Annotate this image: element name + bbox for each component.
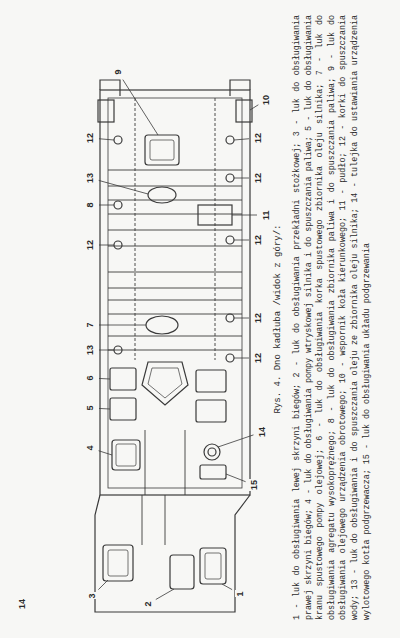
leader-line <box>99 325 146 326</box>
callout-number: 9 <box>113 68 123 75</box>
leader-line <box>234 358 249 359</box>
callout-number: 12 <box>253 352 263 364</box>
leader-line <box>99 139 114 140</box>
leader-line <box>234 178 249 179</box>
callout-number: 12 <box>253 132 263 144</box>
leader-line <box>99 378 110 380</box>
leader-line <box>222 584 232 590</box>
leader-line <box>234 318 249 319</box>
callout-number: 1 <box>235 590 245 597</box>
callout-number: 7 <box>85 321 95 328</box>
leader-line <box>123 80 158 135</box>
leader-line <box>232 215 257 216</box>
callout-number: 3 <box>87 592 97 599</box>
leader-line <box>226 474 246 482</box>
callout-number: 8 <box>85 201 95 208</box>
callout-number: 5 <box>85 404 95 411</box>
callout-number: 12 <box>253 312 263 324</box>
callout-number: 12 <box>85 132 95 144</box>
callout-number: 14 <box>257 426 267 438</box>
figure-caption: 1 - luk do obsługiwania lewej skrzyni bi… <box>292 15 373 620</box>
figure-title: Rys. 4. Dno kadłuba /widok z góry/: <box>272 0 284 638</box>
leader-line <box>234 139 249 140</box>
callout-number: 12 <box>253 234 263 246</box>
leader-line <box>99 205 114 206</box>
callout-number: 4 <box>85 444 95 451</box>
callout-number: 13 <box>85 172 95 184</box>
leader-line <box>156 589 174 600</box>
callout-number: 13 <box>85 344 95 356</box>
leader-line <box>234 240 249 241</box>
callout-number: 12 <box>85 239 95 251</box>
leader-line <box>99 245 114 246</box>
callout-number: 6 <box>85 374 95 381</box>
leader-line <box>218 435 253 447</box>
leader-line <box>99 408 110 410</box>
page-number: 14 <box>17 598 27 610</box>
callout-number: 12 <box>253 172 263 184</box>
callout-number: 11 <box>261 209 271 221</box>
leader-line <box>99 180 148 194</box>
leader-line <box>250 105 258 110</box>
callout-number: 15 <box>249 479 259 491</box>
leader-line <box>98 580 108 590</box>
leader-line <box>99 350 114 351</box>
callout-number: 10 <box>261 94 271 106</box>
callout-number: 2 <box>143 600 153 607</box>
leader-line <box>99 451 112 455</box>
